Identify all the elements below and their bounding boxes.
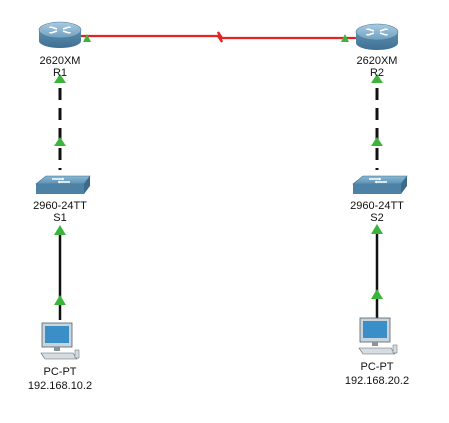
router-icon[interactable] xyxy=(355,23,399,50)
link-up-triangle-icon xyxy=(54,295,66,305)
s1-name-label: S1 xyxy=(53,212,67,224)
link-up-triangle-icon xyxy=(371,74,383,83)
pc-icon[interactable] xyxy=(358,317,398,355)
pc2-model-label: PC-PT xyxy=(360,361,394,373)
pc2-ip-label: 192.168.20.2 xyxy=(344,375,410,387)
link-up-triangle-icon xyxy=(54,74,66,83)
serial-link-r1-r2[interactable] xyxy=(62,31,380,43)
r2-model-label: 2620XM xyxy=(356,55,398,67)
link-up-triangle-icon xyxy=(371,289,383,299)
r1-name-label: R1 xyxy=(52,67,68,79)
link-up-triangle-icon xyxy=(83,34,91,42)
link-up-triangle-icon xyxy=(371,224,383,234)
s2-model-label: 2960-24TT xyxy=(350,200,404,212)
pc-icon[interactable] xyxy=(40,322,80,360)
link-up-triangle-icon xyxy=(341,34,349,42)
link-up-triangle-icon xyxy=(54,137,66,146)
ethernet-link-s1-pc1[interactable] xyxy=(54,225,66,320)
pc1-ip-label: 192.168.10.2 xyxy=(27,380,93,392)
r1-model-label: 2620XM xyxy=(39,55,81,67)
s2-name-label: S2 xyxy=(370,212,384,224)
switch-icon[interactable] xyxy=(352,175,408,194)
link-up-triangle-icon xyxy=(54,225,66,235)
link-up-triangle-icon xyxy=(371,137,383,146)
ethernet-link-r1-s1[interactable] xyxy=(54,74,66,170)
ethernet-link-r2-s2[interactable] xyxy=(371,74,383,170)
router-icon[interactable] xyxy=(38,21,82,48)
switch-icon[interactable] xyxy=(35,175,91,194)
pc1-model-label: PC-PT xyxy=(43,366,77,378)
s1-model-label: 2960-24TT xyxy=(33,200,87,212)
ethernet-link-s2-pc2[interactable] xyxy=(371,224,383,318)
r2-name-label: R2 xyxy=(369,67,385,79)
